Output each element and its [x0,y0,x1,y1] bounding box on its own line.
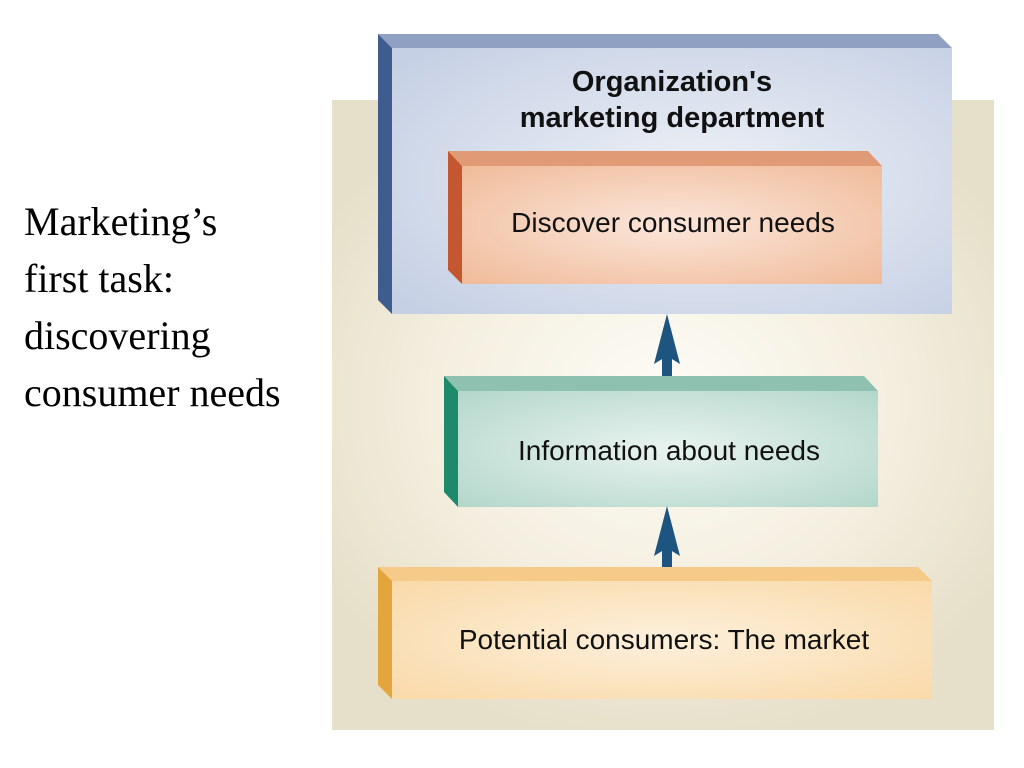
organization-box-title: Organization's marketing department [392,64,952,136]
caption-line-2: first task: [24,256,174,301]
arrow-head-lower [654,506,680,556]
caption-line-1: Marketing’s [24,199,218,244]
discover-box-side-face [448,151,462,284]
market-box-label: Potential consumers: The market [458,624,870,655]
organization-box-top-face [378,34,952,48]
market-box-side-face [378,567,392,699]
slide-caption: Marketing’s first task: discovering cons… [24,193,324,421]
arrow-up-icon-lower [654,506,680,574]
information-box-top-face [444,376,878,391]
market-box-front-face [392,581,932,699]
caption-line-4: consumer needs [24,370,281,415]
information-box [444,376,878,507]
information-box-label: Information about needs [518,435,820,466]
caption-line-3: discovering [24,313,211,358]
discover-box-label: Discover consumer needs [511,207,835,238]
discover-box-front-face [462,166,882,284]
information-box-side-face [444,376,458,507]
organization-title-line-2: marketing department [519,102,825,134]
market-box-top-face [378,567,932,581]
market-box [378,567,932,699]
arrow-shaft-upper [662,346,672,382]
discover-box-top-face [448,151,882,166]
arrow-up-icon-upper [654,314,680,382]
discover-box [448,151,882,284]
arrow-head-upper [654,314,680,364]
organization-box-side-face [378,34,392,314]
arrow-shaft-lower [662,538,672,574]
information-box-front-face [458,391,878,507]
organization-title-line-1: Organization's [571,66,773,98]
